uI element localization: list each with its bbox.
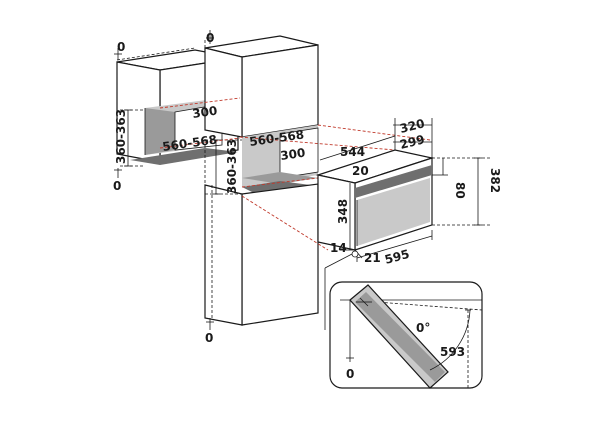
dim-door-swing: 593: [440, 345, 465, 359]
dim-column-bottom-zero: 0: [205, 331, 213, 345]
dim-oven-bottom-offset: 14: [330, 241, 347, 255]
dim-oven-depth-body: 299: [398, 132, 426, 152]
alignment-lines: [159, 97, 431, 251]
dim-oven-width-body: 544: [340, 145, 365, 159]
dim-column-top-zero: 0: [206, 31, 214, 45]
dim-oven-height-body: 348: [336, 199, 350, 224]
dim-oven-height-total: 382: [488, 168, 502, 193]
dim-wall-top-zero: 0: [117, 40, 125, 54]
dimension-labels: 0 0 360-363 300 560-568 0 0 360-363 560-…: [113, 31, 502, 381]
dim-wall-height: 360-363: [114, 109, 128, 164]
dim-column-depth: 300: [279, 146, 306, 163]
dim-door-angle: 0°: [416, 321, 430, 335]
dim-oven-depth-total: 320: [398, 116, 426, 136]
dim-wall-bottom-zero: 0: [113, 179, 121, 193]
door-detail-inset: [324, 253, 483, 389]
oven: [315, 118, 490, 262]
dim-oven-width-total: 595: [383, 247, 411, 267]
dim-column-height: 360-363: [225, 139, 239, 194]
tall-column: [204, 30, 319, 330]
dim-oven-front-offset: 20: [352, 164, 369, 178]
dim-wall-depth: 300: [191, 104, 218, 121]
dim-door-zero: 0: [346, 367, 354, 381]
dim-oven-height-side: 80: [453, 182, 467, 199]
dim-oven-base-offset: 21: [364, 251, 381, 265]
